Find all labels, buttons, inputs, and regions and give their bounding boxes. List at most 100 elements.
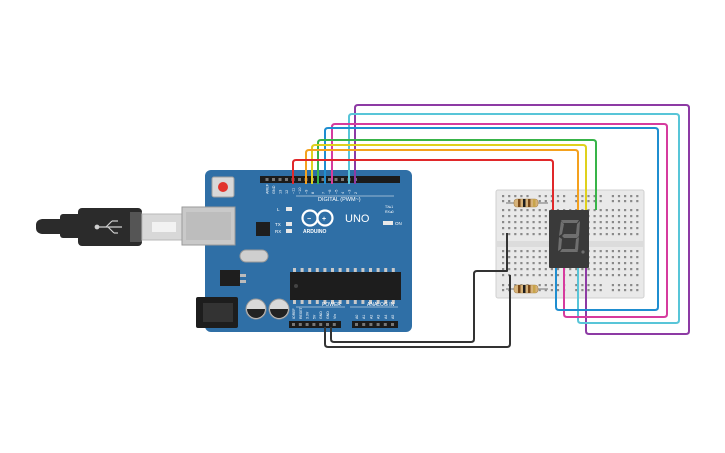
breadboard-hole[interactable] <box>636 268 639 271</box>
breadboard-hole[interactable] <box>630 200 633 203</box>
breadboard-hole[interactable] <box>611 227 614 230</box>
breadboard-hole[interactable] <box>508 268 511 271</box>
breadboard-hole[interactable] <box>556 274 560 277</box>
breadboard-hole[interactable] <box>624 221 627 224</box>
breadboard-hole[interactable] <box>599 215 602 218</box>
breadboard-hole[interactable] <box>636 262 639 265</box>
breadboard-hole[interactable] <box>520 215 523 218</box>
breadboard-hole[interactable] <box>556 268 560 271</box>
breadboard-hole[interactable] <box>575 268 578 271</box>
breadboard-hole[interactable] <box>502 289 505 292</box>
breadboard-hole[interactable] <box>502 221 505 224</box>
breadboard-hole[interactable] <box>544 289 547 292</box>
breadboard-hole[interactable] <box>538 268 541 271</box>
breadboard-hole[interactable] <box>544 250 547 253</box>
breadboard-hole[interactable] <box>636 215 639 218</box>
breadboard-hole[interactable] <box>611 221 614 224</box>
breadboard-hole[interactable] <box>593 262 596 265</box>
breadboard-hole[interactable] <box>514 209 517 212</box>
breadboard-hole[interactable] <box>556 200 560 203</box>
breadboard-hole[interactable] <box>624 284 627 287</box>
breadboard-hole[interactable] <box>575 200 578 203</box>
breadboard-hole[interactable] <box>624 233 627 236</box>
breadboard-hole[interactable] <box>617 209 621 212</box>
power-pin-hole[interactable] <box>319 323 323 326</box>
breadboard-hole[interactable] <box>599 209 602 212</box>
breadboard-hole[interactable] <box>526 233 529 236</box>
breadboard-hole[interactable] <box>617 215 621 218</box>
breadboard-hole[interactable] <box>581 284 584 287</box>
breadboard-hole[interactable] <box>587 200 590 203</box>
breadboard-hole[interactable] <box>617 284 621 287</box>
breadboard-hole[interactable] <box>550 200 553 203</box>
analog-pin-hole[interactable] <box>369 323 373 326</box>
breadboard-hole[interactable] <box>544 227 547 230</box>
breadboard-hole[interactable] <box>532 274 535 277</box>
digital-pin-hole[interactable] <box>341 178 344 181</box>
breadboard-hole[interactable] <box>599 227 602 230</box>
digital-pin-hole[interactable] <box>265 178 269 181</box>
breadboard-hole[interactable] <box>508 262 511 265</box>
breadboard-hole[interactable] <box>544 215 547 218</box>
breadboard-hole[interactable] <box>508 221 511 224</box>
breadboard-hole[interactable] <box>630 274 633 277</box>
breadboard-hole[interactable] <box>605 262 608 265</box>
breadboard-hole[interactable] <box>514 274 517 277</box>
breadboard-hole[interactable] <box>514 256 517 259</box>
breadboard-hole[interactable] <box>599 289 602 292</box>
breadboard-hole[interactable] <box>624 250 627 253</box>
breadboard-hole[interactable] <box>575 195 578 198</box>
digital-pin-hole[interactable] <box>321 178 325 181</box>
breadboard-hole[interactable] <box>532 221 535 224</box>
breadboard-hole[interactable] <box>520 262 523 265</box>
digital-pin-hole[interactable] <box>298 178 301 181</box>
digital-pin-hole[interactable] <box>334 178 338 181</box>
breadboard-hole[interactable] <box>550 284 553 287</box>
breadboard-hole[interactable] <box>569 268 572 271</box>
breadboard-hole[interactable] <box>526 262 529 265</box>
breadboard-hole[interactable] <box>502 256 505 259</box>
breadboard-hole[interactable] <box>526 250 529 253</box>
breadboard-hole[interactable] <box>587 209 590 212</box>
breadboard-hole[interactable] <box>636 209 639 212</box>
breadboard-hole[interactable] <box>544 262 547 265</box>
breadboard-hole[interactable] <box>556 284 560 287</box>
breadboard-hole[interactable] <box>538 274 541 277</box>
breadboard-hole[interactable] <box>599 284 602 287</box>
breadboard-hole[interactable] <box>514 215 517 218</box>
breadboard-hole[interactable] <box>520 233 523 236</box>
breadboard-hole[interactable] <box>581 200 584 203</box>
breadboard-hole[interactable] <box>599 195 602 198</box>
breadboard-hole[interactable] <box>624 274 627 277</box>
breadboard-hole[interactable] <box>502 209 505 212</box>
breadboard-hole[interactable] <box>605 256 608 259</box>
breadboard-hole[interactable] <box>538 250 541 253</box>
breadboard-hole[interactable] <box>587 274 590 277</box>
breadboard-hole[interactable] <box>520 221 523 224</box>
breadboard-hole[interactable] <box>514 268 517 271</box>
breadboard-hole[interactable] <box>599 250 602 253</box>
breadboard-hole[interactable] <box>593 200 596 203</box>
breadboard-hole[interactable] <box>587 195 590 198</box>
breadboard-hole[interactable] <box>611 262 614 265</box>
breadboard-hole[interactable] <box>624 289 627 292</box>
breadboard-hole[interactable] <box>630 256 633 259</box>
breadboard-hole[interactable] <box>630 289 633 292</box>
breadboard-hole[interactable] <box>611 209 614 212</box>
breadboard-hole[interactable] <box>636 289 639 292</box>
breadboard-hole[interactable] <box>624 256 627 259</box>
breadboard-hole[interactable] <box>611 284 614 287</box>
breadboard-hole[interactable] <box>630 221 633 224</box>
breadboard-hole[interactable] <box>544 200 547 203</box>
breadboard-hole[interactable] <box>636 233 639 236</box>
breadboard-hole[interactable] <box>502 215 505 218</box>
breadboard-hole[interactable] <box>532 209 535 212</box>
reset-button-cap[interactable] <box>218 182 228 192</box>
breadboard-hole[interactable] <box>611 256 614 259</box>
breadboard-hole[interactable] <box>538 209 541 212</box>
breadboard-hole[interactable] <box>575 274 578 277</box>
digital-pin-hole[interactable] <box>278 178 282 181</box>
breadboard-hole[interactable] <box>599 256 602 259</box>
breadboard-hole[interactable] <box>508 256 511 259</box>
breadboard-hole[interactable] <box>636 195 639 198</box>
